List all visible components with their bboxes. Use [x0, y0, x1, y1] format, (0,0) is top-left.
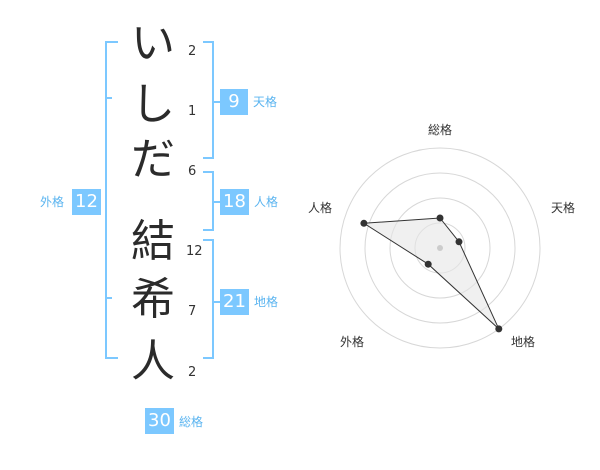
name-char-6: 人	[131, 336, 175, 387]
radar-axis-label-chikaku: 地格	[511, 335, 536, 349]
radar-center	[437, 245, 443, 251]
stroke-count-3: 6	[188, 164, 197, 179]
radar-point-3	[495, 325, 503, 333]
radar-ring-3	[364, 172, 516, 324]
radar-axis-label-soukaku: 総格	[428, 123, 453, 137]
name-char-5: 希	[131, 274, 175, 325]
gaikaku-value: 12	[72, 189, 101, 215]
stroke-count-2: 1	[188, 104, 197, 119]
soukaku-label: 総格	[179, 415, 204, 429]
stroke-count-6: 2	[188, 365, 197, 380]
tenkaku-value: 9	[220, 89, 248, 115]
radar-axis-label-gaikaku: 外格	[340, 335, 365, 349]
chikaku-label: 地格	[254, 295, 279, 309]
tenkaku-bracket	[203, 41, 214, 159]
jinkaku-label: 人格	[254, 195, 279, 209]
name-char-4: 結	[131, 216, 175, 267]
name-char-1: い	[131, 18, 175, 69]
radar-axis-label-tenkaku: 天格	[551, 201, 576, 215]
radar-ring-4	[339, 147, 541, 349]
radar-ring-2	[389, 197, 491, 299]
stroke-count-5: 7	[188, 304, 197, 319]
soukaku-value: 30	[145, 408, 174, 434]
gaikaku-label: 外格	[40, 195, 65, 209]
stroke-count-4: 12	[186, 244, 203, 259]
tenkaku-label: 天格	[253, 95, 278, 109]
chikaku-value: 21	[220, 289, 249, 315]
radar-point-1	[436, 214, 444, 222]
chikaku-bracket	[203, 239, 214, 359]
stroke-count-1: 2	[188, 44, 197, 59]
radar-axis-label-jinkaku: 人格	[308, 201, 333, 215]
radar-point-2	[455, 238, 463, 246]
gaikaku-bracket	[105, 41, 118, 359]
name-char-2: し	[131, 79, 175, 130]
radar-polygon	[362, 217, 500, 330]
radar-point-5	[360, 219, 368, 227]
jinkaku-value: 18	[220, 189, 249, 215]
name-char-3: だ	[131, 134, 175, 185]
radar-point-4	[424, 260, 432, 268]
